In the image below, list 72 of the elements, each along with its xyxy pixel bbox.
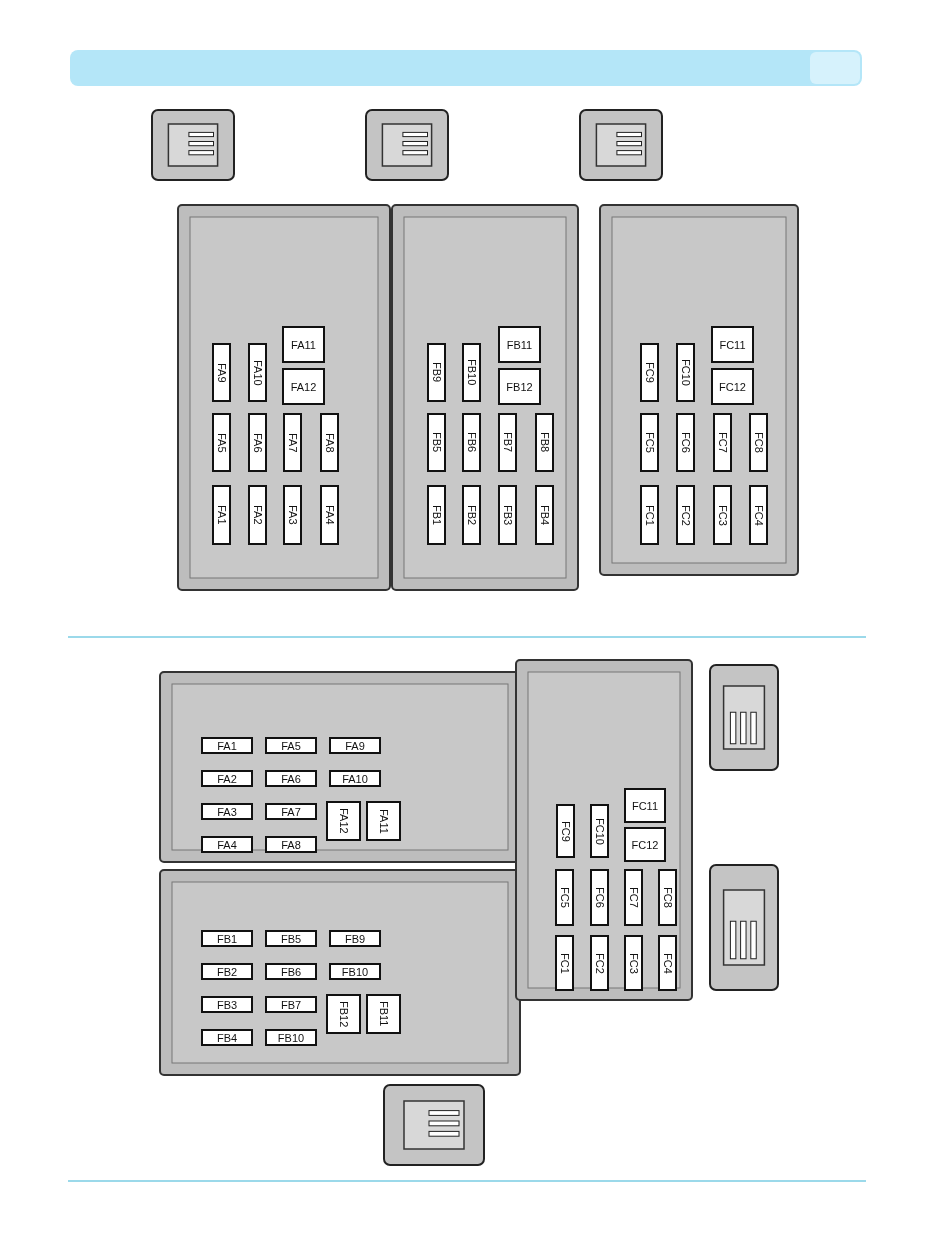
fuse: FB6 xyxy=(265,963,317,980)
fuse: FC10 xyxy=(590,804,609,858)
fuse: FB4 xyxy=(535,485,554,545)
fuse: FA3 xyxy=(201,803,253,820)
fuse: FB9 xyxy=(427,343,446,402)
fuse: FC2 xyxy=(676,485,695,545)
fuse: FA8 xyxy=(320,413,339,472)
fuse: FA11 xyxy=(366,801,401,841)
fuse: FC5 xyxy=(640,413,659,472)
fuse: FA12 xyxy=(326,801,361,841)
fuse: FC10 xyxy=(676,343,695,402)
fuse: FB12 xyxy=(326,994,361,1034)
fuse: FC6 xyxy=(590,869,609,926)
fuse: FA12 xyxy=(282,368,325,405)
fuse: FA10 xyxy=(329,770,381,787)
fuse: FC7 xyxy=(624,869,643,926)
fuse: FC7 xyxy=(713,413,732,472)
fuse: FB2 xyxy=(201,963,253,980)
fuse: FA5 xyxy=(212,413,231,472)
fuse: FC1 xyxy=(640,485,659,545)
fuse: FB1 xyxy=(201,930,253,947)
fuse: FB1 xyxy=(427,485,446,545)
fuse: FB11 xyxy=(366,994,401,1034)
fuse: FB8 xyxy=(535,413,554,472)
fuse: FB7 xyxy=(498,413,517,472)
fuse: FA7 xyxy=(283,413,302,472)
fuse: FA2 xyxy=(201,770,253,787)
fuse: FA6 xyxy=(248,413,267,472)
fuse: FB5 xyxy=(265,930,317,947)
fuse: FC11 xyxy=(624,788,666,823)
fuse: FC11 xyxy=(711,326,754,363)
fuse: FA2 xyxy=(248,485,267,545)
fuse: FC5 xyxy=(555,869,574,926)
fuse: FC9 xyxy=(556,804,575,858)
fuse: FA8 xyxy=(265,836,317,853)
fuse: FB10 xyxy=(462,343,481,402)
fuse: FB12 xyxy=(498,368,541,405)
fuse: FA7 xyxy=(265,803,317,820)
fuse: FA3 xyxy=(283,485,302,545)
fuse: FC3 xyxy=(624,935,643,991)
fuse: FA9 xyxy=(212,343,231,402)
fuse: FA1 xyxy=(212,485,231,545)
fuse: FC4 xyxy=(749,485,768,545)
fuse: FA11 xyxy=(282,326,325,363)
fuse: FA4 xyxy=(320,485,339,545)
fuse: FA9 xyxy=(329,737,381,754)
fuse: FB3 xyxy=(498,485,517,545)
fuse: FB9 xyxy=(329,930,381,947)
fuse: FB10 xyxy=(265,1029,317,1046)
fuse: FB10 xyxy=(329,963,381,980)
fuse: FC12 xyxy=(624,827,666,862)
fuse: FB7 xyxy=(265,996,317,1013)
fuse: FC3 xyxy=(713,485,732,545)
fuse: FA10 xyxy=(248,343,267,402)
fuse: FB11 xyxy=(498,326,541,363)
fuse: FC2 xyxy=(590,935,609,991)
fuse: FA5 xyxy=(265,737,317,754)
fuse: FC8 xyxy=(749,413,768,472)
fuse: FA1 xyxy=(201,737,253,754)
fuse: FB2 xyxy=(462,485,481,545)
fuse: FC9 xyxy=(640,343,659,402)
fuse: FC1 xyxy=(555,935,574,991)
fuse: FA4 xyxy=(201,836,253,853)
fuse: FC12 xyxy=(711,368,754,405)
fuse: FB3 xyxy=(201,996,253,1013)
fuse: FB4 xyxy=(201,1029,253,1046)
fuse: FA6 xyxy=(265,770,317,787)
fuse: FB5 xyxy=(427,413,446,472)
fuse: FC6 xyxy=(676,413,695,472)
fuse: FB6 xyxy=(462,413,481,472)
fuse: FC8 xyxy=(658,869,677,926)
fuse: FC4 xyxy=(658,935,677,991)
